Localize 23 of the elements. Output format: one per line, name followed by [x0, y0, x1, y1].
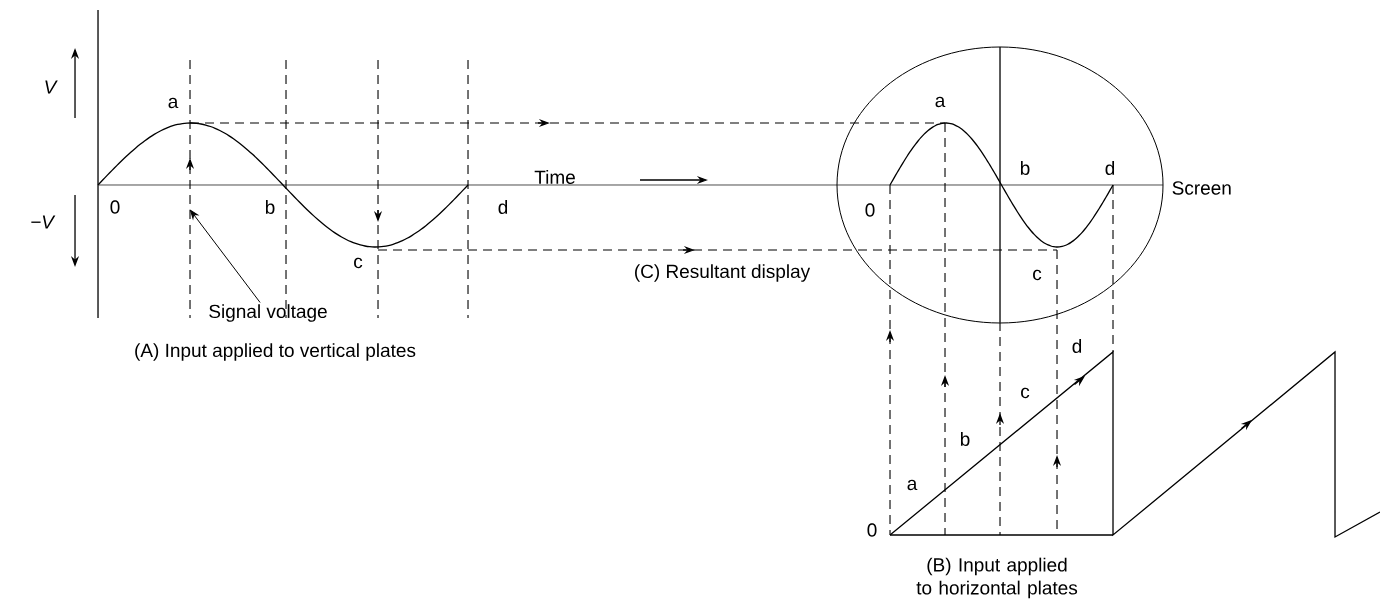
sine-curve — [97, 122, 469, 248]
text-label: b — [265, 200, 275, 214]
text-label: b — [960, 432, 970, 446]
text-label: (B) Input applied to horizontal plates — [916, 557, 1078, 599]
text-label: −V — [31, 215, 56, 229]
text-label: d — [1105, 161, 1115, 175]
text-label: 0 — [867, 523, 877, 537]
text-label: c — [1021, 387, 1030, 399]
text-label: b — [1020, 161, 1030, 175]
text-label: Time — [534, 170, 575, 184]
leader-line — [190, 209, 261, 303]
text-label: a — [935, 96, 946, 108]
text-label: Signal voltage — [209, 304, 327, 322]
text-label: d — [1072, 339, 1082, 353]
text-label: (A) Input applied to vertical plates — [135, 343, 416, 361]
text-label: Screen — [1172, 181, 1231, 195]
text-label: d — [498, 200, 508, 214]
text-label: V — [45, 80, 58, 94]
text-label: a — [907, 479, 918, 491]
text-label: c — [1033, 269, 1042, 281]
text-label: 0 — [865, 203, 875, 217]
text-label: (C) Resultant display — [635, 264, 811, 282]
text-label: 0 — [110, 200, 120, 214]
